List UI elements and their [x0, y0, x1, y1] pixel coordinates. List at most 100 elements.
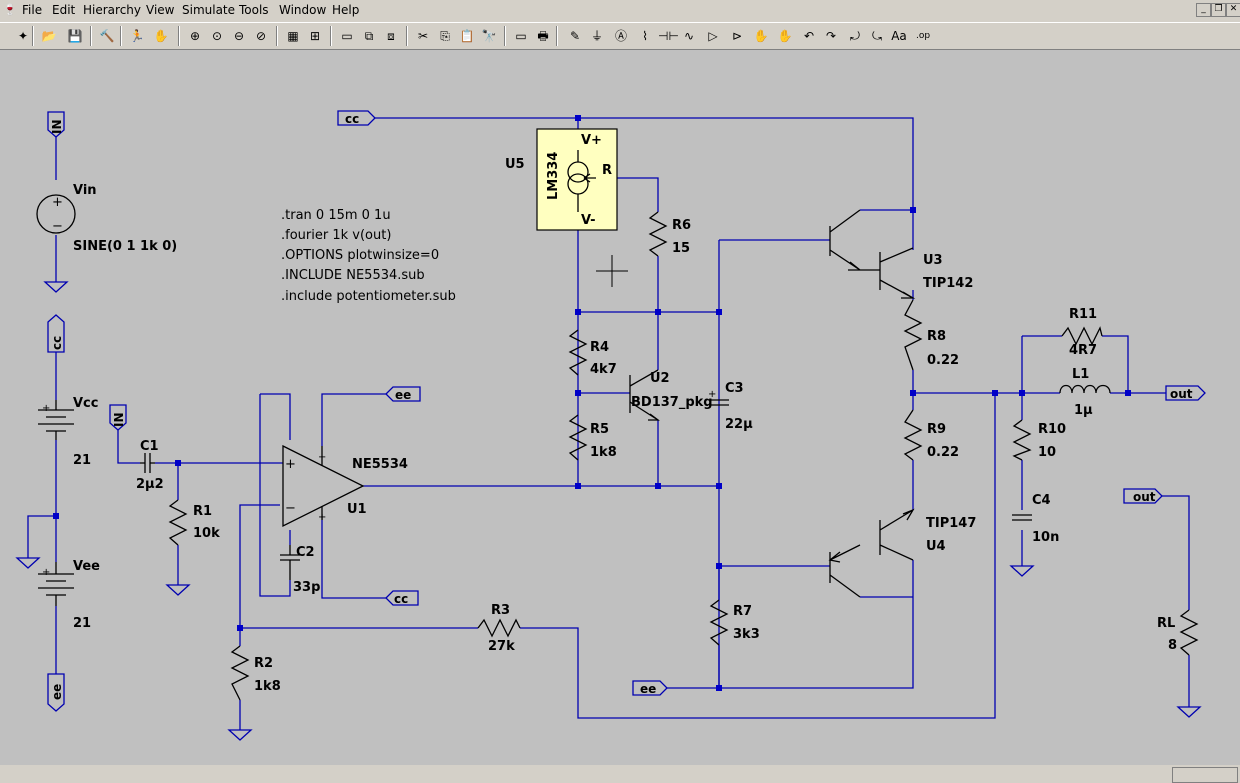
vcc-battery[interactable]: + Vcc 21	[38, 396, 98, 468]
save-icon[interactable]: 💾	[67, 29, 83, 43]
capacitor-c2[interactable]: C2 33p	[280, 545, 320, 595]
resistor-r11[interactable]: R11 4R7	[1061, 307, 1103, 358]
drag-icon[interactable]: ✋	[777, 29, 793, 43]
cut-icon[interactable]: ✂	[417, 29, 429, 43]
close-all-icon[interactable]: ⧈	[387, 29, 395, 43]
svg-text:27k: 27k	[488, 639, 515, 654]
resistor-r9[interactable]: R9 0.22	[903, 409, 959, 461]
ground-icon[interactable]: ⏚	[590, 29, 603, 43]
resistor-r1[interactable]: R1 10k	[168, 499, 220, 546]
autorange-icon[interactable]: ▦	[287, 29, 299, 43]
resistor-rl[interactable]: RL 8	[1157, 609, 1199, 656]
crosshair-cursor-icon	[596, 255, 628, 287]
menu-file[interactable]: File	[22, 3, 43, 17]
opamp-u1[interactable]: + − − + NE5534 U1	[282, 444, 408, 528]
capacitor-c3[interactable]: + C3 22µ	[708, 381, 753, 432]
status-bar	[0, 765, 1240, 783]
svg-text:R1: R1	[193, 504, 212, 519]
capacitor-c1[interactable]: C1 2µ2	[136, 439, 164, 492]
paste-icon[interactable]: 📋	[459, 29, 475, 43]
spice-directives[interactable]: .tran 0 15m 0 1u .fourier 1k v(out) .OPT…	[281, 208, 456, 304]
net-label-in: IN	[50, 119, 64, 134]
resistor-r10[interactable]: R10 10	[1012, 419, 1066, 461]
print-setup-icon[interactable]: ▭	[515, 29, 527, 43]
status-panel	[1172, 767, 1238, 783]
transistor-u4[interactable]: TIP147 U4	[828, 508, 976, 598]
close-button[interactable]: ✕	[1226, 3, 1240, 17]
component-icon[interactable]: ⊳	[731, 29, 743, 43]
rotate-icon[interactable]: ⤾	[850, 29, 860, 43]
open-icon[interactable]: 📂	[41, 29, 57, 43]
spice-directive-icon[interactable]: .op	[915, 31, 931, 41]
resistor-r5[interactable]: R5 1k8	[568, 414, 617, 461]
tile-icon[interactable]: ▭	[341, 29, 353, 43]
menu-simulate[interactable]: Simulate	[182, 3, 236, 17]
diode-icon[interactable]: ▷	[708, 29, 718, 43]
cascade-icon[interactable]: ⧉	[364, 29, 374, 43]
menu-edit[interactable]: Edit	[52, 3, 76, 17]
schematic-new-icon[interactable]: ✦	[17, 29, 29, 43]
menu-view[interactable]: View	[146, 3, 175, 17]
svg-text:TIP147: TIP147	[926, 516, 976, 531]
net-label-ee: ee	[395, 388, 411, 402]
transistor-u2[interactable]: U2 BD137_pkg	[629, 369, 713, 421]
schematic-canvas[interactable]: IN cc ee IN cc ee cc ee out out	[0, 49, 1240, 783]
resistor-r7[interactable]: R7 3k3	[709, 599, 760, 646]
text-icon[interactable]: Aa	[891, 29, 907, 43]
svg-text:RL: RL	[1157, 616, 1175, 631]
wire-icon[interactable]: ✎	[569, 29, 581, 43]
svg-text:R11: R11	[1069, 307, 1097, 322]
move-icon[interactable]: ✋	[753, 29, 769, 43]
zoom-out-icon[interactable]: ⊖	[233, 29, 245, 43]
restore-button[interactable]: ❐	[1211, 3, 1226, 17]
resistor-r4[interactable]: R4 4k7	[568, 329, 617, 377]
schematic[interactable]: IN cc ee IN cc ee cc ee out out	[0, 49, 1240, 765]
resistor-r8[interactable]: R8 0.22	[903, 299, 959, 371]
svg-text:+: +	[42, 567, 50, 578]
toolbar-separator	[276, 26, 278, 46]
resistor-icon[interactable]: ⌇	[642, 29, 648, 43]
vin-source[interactable]: + − Vin SINE(0 1 1k 0)	[36, 183, 177, 254]
app-icon[interactable]: 🍷	[3, 3, 17, 16]
menu-window[interactable]: Window	[279, 3, 327, 17]
resistor-r6[interactable]: R6 15	[648, 211, 691, 257]
run-icon[interactable]: 🏃	[129, 29, 145, 43]
menu-tools[interactable]: Tools	[239, 3, 269, 17]
capacitor-c4[interactable]: C4 10n	[1012, 493, 1059, 545]
inductor-l1[interactable]: L1 1µ	[1059, 367, 1111, 418]
redo-icon[interactable]: ↷	[825, 29, 837, 43]
control-panel-icon[interactable]: 🔨	[99, 29, 115, 43]
minimize-button[interactable]: _	[1196, 3, 1211, 17]
toolbar-separator	[406, 26, 408, 46]
resistor-r2[interactable]: R2 1k8	[230, 645, 281, 701]
copy-icon[interactable]: ⎘	[440, 29, 450, 43]
print-icon[interactable]: 🖶	[537, 29, 549, 43]
resistor-r3[interactable]: R3 27k	[477, 603, 521, 654]
zoom-cancel-icon[interactable]: ⊘	[255, 29, 267, 43]
svg-text:C4: C4	[1032, 493, 1051, 508]
find-icon[interactable]: 🔭	[481, 29, 497, 43]
zoom-in-icon[interactable]: ⊕	[189, 29, 201, 43]
label-net-icon[interactable]: Ⓐ	[614, 29, 627, 43]
svg-text:C2: C2	[296, 545, 315, 560]
undo-icon[interactable]: ↶	[803, 29, 815, 43]
halt-icon[interactable]: ✋	[153, 29, 169, 43]
vee-battery[interactable]: + Vee 21	[38, 559, 100, 631]
svg-text:3k3: 3k3	[733, 627, 760, 642]
inductor-icon[interactable]: ∿	[683, 29, 695, 43]
svg-text:+: +	[42, 403, 50, 414]
toolbar-separator	[32, 26, 34, 46]
current-source-u5[interactable]: V+ V- R LM334 U5	[505, 128, 618, 231]
menu-help[interactable]: Help	[332, 3, 360, 17]
svg-text:R6: R6	[672, 218, 691, 233]
probe-icon[interactable]: ⊞	[309, 29, 321, 43]
svg-text:21: 21	[73, 616, 91, 631]
transistor-u3[interactable]: U3 TIP142	[829, 209, 973, 299]
svg-text:LM334: LM334	[546, 152, 561, 200]
capacitor-icon[interactable]: ⊣⊢	[658, 29, 679, 43]
toolbar-separator	[504, 26, 506, 46]
svg-text:U1: U1	[347, 502, 367, 517]
mirror-icon[interactable]: ⤿	[872, 29, 882, 43]
menu-hierarchy[interactable]: Hierarchy	[83, 3, 142, 17]
zoom-pan-icon[interactable]: ⊙	[211, 29, 223, 43]
